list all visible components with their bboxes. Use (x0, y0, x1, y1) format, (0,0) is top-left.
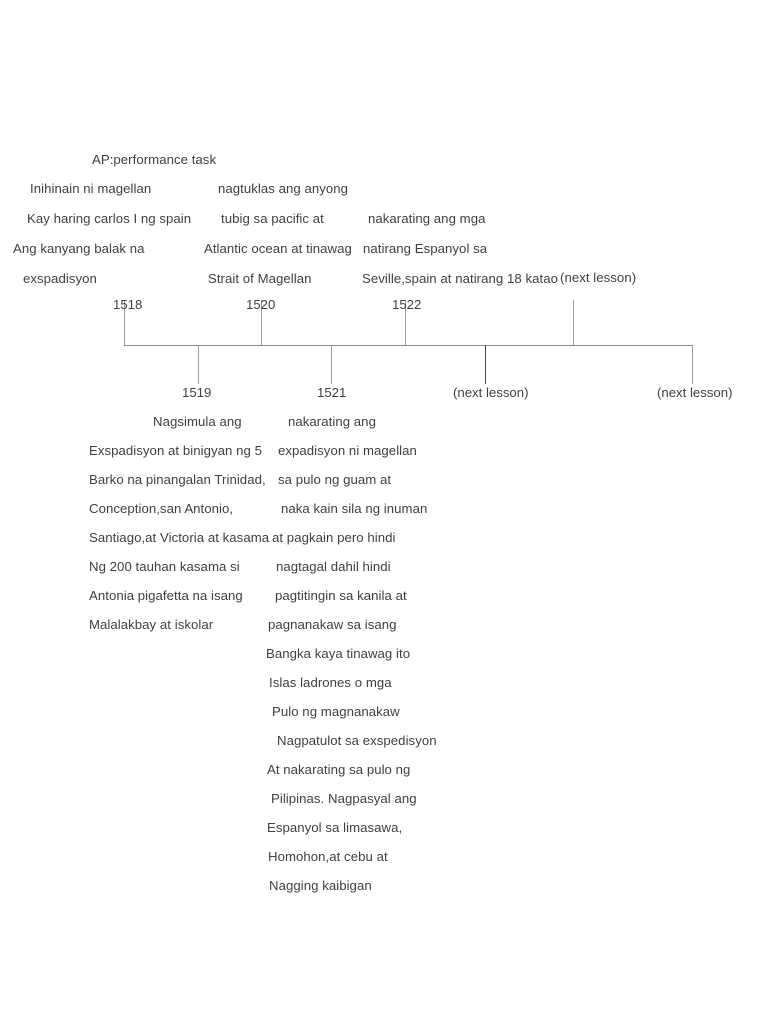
timeline-marker-label: 1518 (113, 297, 143, 312)
col-1521-guam-philippines-line: at pagkain pero hindi (272, 530, 396, 545)
col-1521-guam-philippines-line: At nakarating sa pulo ng (267, 762, 411, 777)
col-1519-expedition-line: Malalakbay at iskolar (89, 617, 214, 632)
timeline-tick (124, 300, 125, 345)
col-1521-guam-philippines-line: expadisyon ni magellan (278, 443, 417, 458)
col-1519-expedition-line: Ng 200 tauhan kasama si (89, 559, 240, 574)
col-next-lesson-top-line: (next lesson) (560, 270, 637, 285)
col-1519-expedition-line: Conception,san Antonio, (89, 501, 234, 516)
col-1521-guam-philippines-line: Pilipinas. Nagpasyal ang (271, 791, 417, 806)
timeline-tick (198, 345, 199, 384)
timeline-tick (261, 300, 262, 345)
col-1521-guam-philippines-line: Nagpatulot sa exspedisyon (277, 733, 437, 748)
timeline-axis-line (124, 345, 693, 346)
col-strait-discovery-line: Atlantic ocean at tinawag (204, 241, 352, 256)
col-1521-guam-philippines-line: nagtagal dahil hindi (276, 559, 391, 574)
col-strait-discovery-line: Strait of Magellan (208, 271, 312, 286)
timeline-tick (692, 345, 693, 384)
col-1521-guam-philippines-line: Nagging kaibigan (269, 878, 372, 893)
col-return-seville-line: Seville,spain at natirang 18 katao (362, 271, 558, 286)
col-1521-guam-philippines-line: Homohon,at cebu at (268, 849, 388, 864)
timeline-marker-label: 1519 (182, 385, 212, 400)
col-return-seville-line: nakarating ang mga (368, 211, 486, 226)
col-1519-expedition-line: Barko na pinangalan Trinidad, (89, 472, 266, 487)
timeline-tick (485, 345, 486, 384)
col-1521-guam-philippines-line: Islas ladrones o mga (269, 675, 392, 690)
col-1519-expedition-line: Exspadisyon at binigyan ng 5 (89, 443, 262, 458)
col-1521-guam-philippines-line: Espanyol sa limasawa, (267, 820, 403, 835)
timeline-marker-label: 1521 (317, 385, 347, 400)
col-magellan-proposal-line: Inihinain ni magellan (30, 181, 152, 196)
timeline-marker-label: 1520 (246, 297, 276, 312)
col-1521-guam-philippines-line: pagnanakaw sa isang (268, 617, 397, 632)
timeline-marker-label: (next lesson) (453, 385, 529, 400)
col-1519-expedition-line: Antonia pigafetta na isang (89, 588, 243, 603)
timeline-marker-label: 1522 (392, 297, 422, 312)
col-1521-guam-philippines-line: pagtitingin sa kanila at (275, 588, 407, 603)
col-strait-discovery-line: nagtuklas ang anyong (218, 181, 349, 196)
page-title: AP:performance task (92, 152, 217, 167)
col-1521-guam-philippines-line: nakarating ang (288, 414, 376, 429)
col-1521-guam-philippines-line: Pulo ng magnanakaw (272, 704, 400, 719)
col-magellan-proposal-line: exspadisyon (23, 271, 97, 286)
col-1521-guam-philippines-line: Bangka kaya tinawag ito (266, 646, 411, 661)
col-1521-guam-philippines-line: naka kain sila ng inuman (281, 501, 428, 516)
col-return-seville-line: natirang Espanyol sa (363, 241, 488, 256)
timeline-marker-label: (next lesson) (657, 385, 733, 400)
timeline-tick (405, 300, 406, 345)
col-strait-discovery-line: tubig sa pacific at (221, 211, 324, 226)
timeline-tick (573, 300, 574, 345)
col-1519-expedition-line: Santiago,at Victoria at kasama (89, 530, 270, 545)
col-magellan-proposal-line: Ang kanyang balak na (13, 241, 145, 256)
col-1519-expedition-line: Nagsimula ang (153, 414, 242, 429)
col-1521-guam-philippines-line: sa pulo ng guam at (278, 472, 392, 487)
timeline-tick (331, 345, 332, 384)
col-magellan-proposal-line: Kay haring carlos I ng spain (27, 211, 192, 226)
